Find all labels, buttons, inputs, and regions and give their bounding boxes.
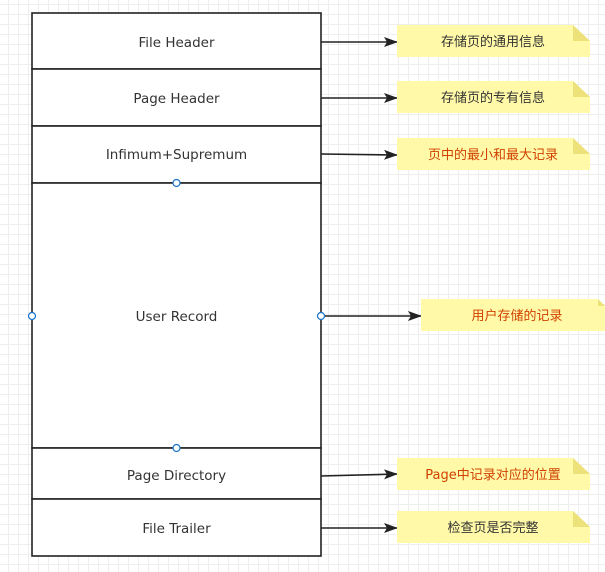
note-infimum-supremum[interactable]: 页中的最小和最大记录 <box>397 138 590 170</box>
section-label: File Header <box>138 35 214 51</box>
note-fold <box>573 25 590 41</box>
note-label: 检查页是否完整 <box>447 521 538 536</box>
section-page-directory[interactable]: Page Directory <box>31 447 322 500</box>
note-shape <box>397 138 590 170</box>
section-box <box>31 12 322 70</box>
section-label: File Trailer <box>142 521 211 537</box>
section-label: User Record <box>136 309 218 325</box>
section-box <box>31 447 322 500</box>
section-user-record[interactable]: User Record <box>31 182 322 449</box>
note-shape <box>397 81 590 113</box>
note-label: 存储页的通用信息 <box>441 34 545 50</box>
note-label: 存储页的专有信息 <box>441 90 545 106</box>
note-shape <box>421 299 605 331</box>
note-page-directory[interactable]: Page中记录对应的位置 <box>397 458 590 490</box>
resize-handle-top[interactable] <box>172 178 181 188</box>
resize-handle-bottom[interactable] <box>172 443 181 453</box>
section-label: Page Directory <box>127 468 226 484</box>
section-label: Page Header <box>133 91 220 107</box>
section-box <box>31 182 322 449</box>
section-file-trailer[interactable]: File Trailer <box>31 498 322 557</box>
note-label: 用户存储的记录 <box>471 308 562 324</box>
note-fold <box>573 511 590 527</box>
note-shape <box>397 511 590 543</box>
note-label: Page中记录对应的位置 <box>425 467 560 483</box>
note-fold <box>573 138 590 154</box>
arrow-connector <box>320 469 398 480</box>
note-shape <box>397 458 590 490</box>
section-label: Infimum+Supremum <box>106 147 247 163</box>
note-user-record[interactable]: 用户存储的记录 <box>421 299 605 331</box>
note-fold <box>573 81 590 97</box>
note-shape <box>397 25 590 57</box>
arrow-connector <box>320 149 398 160</box>
section-file-header[interactable]: File Header <box>31 12 322 70</box>
note-label: 页中的最小和最大记录 <box>428 147 558 163</box>
resize-handle-left[interactable] <box>27 311 37 321</box>
note-file-trailer[interactable]: 检查页是否完整 <box>397 511 590 543</box>
note-fold <box>573 458 590 474</box>
resize-handle-right[interactable] <box>316 311 326 321</box>
note-page-header[interactable]: 存储页的专有信息 <box>397 81 590 113</box>
note-file-header[interactable]: 存储页的通用信息 <box>397 25 590 57</box>
note-fold <box>598 299 605 306</box>
section-page-header[interactable]: Page Header <box>31 68 322 127</box>
section-infimum-supremum[interactable]: Infimum+Supremum <box>31 125 322 184</box>
